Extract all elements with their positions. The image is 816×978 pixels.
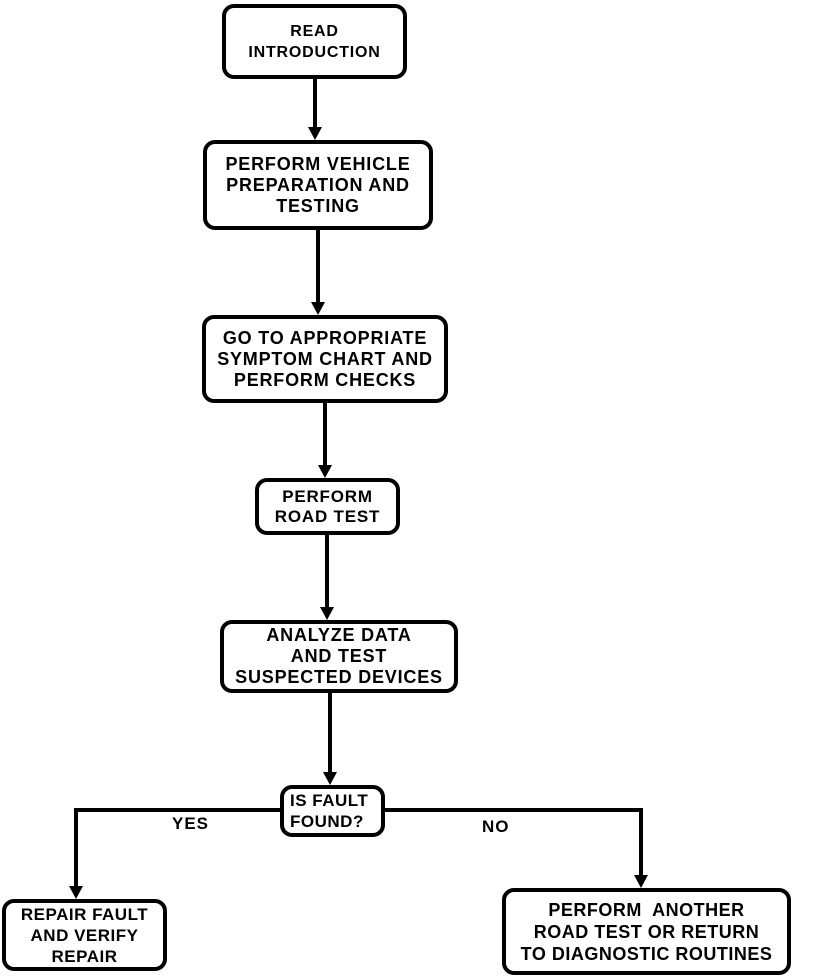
node-text-line: GO TO APPROPRIATE — [222, 327, 428, 348]
node-analyze-data: ANALYZE DATA AND TEST SUSPECTED DEVICES — [220, 620, 458, 693]
edge-yes-arrowhead — [69, 886, 83, 899]
edge-no-arrowhead — [634, 875, 648, 888]
node-vehicle-preparation: PERFORM VEHICLE PREPARATION AND TESTING — [203, 140, 433, 230]
node-read-introduction: READ INTRODUCTION — [222, 4, 407, 79]
arrow-analyze-to-decision-line — [328, 693, 332, 772]
node-text-line: INTRODUCTION — [248, 43, 381, 61]
node-text-line: PREPARATION AND — [226, 174, 410, 195]
node-text-line: PERFORM ANOTHER — [548, 899, 745, 920]
node-perform-another-road-test: PERFORM ANOTHER ROAD TEST OR RETURN TO D… — [502, 888, 791, 975]
node-text-line: ANALYZE DATA — [266, 625, 412, 645]
arrow-intro-to-prep-line — [313, 79, 317, 127]
edge-yes-horizontal-line — [74, 808, 280, 812]
node-text-line: IS FAULT — [290, 791, 369, 810]
edge-yes-vertical-line — [74, 808, 78, 886]
node-text-line: TO DIAGNOSTIC ROUTINES — [520, 943, 773, 964]
node-text-line: ROAD TEST — [274, 506, 381, 526]
node-repair-fault: REPAIR FAULT AND VERIFY REPAIR — [2, 899, 167, 971]
node-symptom-chart: GO TO APPROPRIATE SYMPTOM CHART AND PERF… — [202, 315, 448, 403]
node-text-line: SYMPTOM CHART AND — [217, 348, 433, 369]
edge-no-vertical-line — [639, 808, 643, 875]
node-is-fault-found: IS FAULT FOUND? — [280, 785, 385, 837]
arrow-chart-to-roadtest-line — [323, 403, 327, 465]
arrow-chart-to-roadtest-head — [318, 465, 332, 478]
edge-label-no: NO — [482, 817, 510, 836]
arrow-intro-to-prep-head — [308, 127, 322, 140]
node-text-line: PERFORM CHECKS — [233, 369, 417, 390]
arrow-roadtest-to-analyze-head — [320, 607, 334, 620]
arrow-prep-to-chart-line — [316, 230, 320, 302]
arrow-analyze-to-decision-head — [323, 772, 337, 785]
node-text-line: REPAIR — [51, 946, 118, 966]
node-text-line: TESTING — [276, 195, 360, 216]
node-road-test: PERFORM ROAD TEST — [255, 478, 400, 535]
arrow-prep-to-chart-head — [311, 302, 325, 315]
node-text-line: SUSPECTED DEVICES — [235, 667, 443, 687]
node-text-line: ROAD TEST OR RETURN — [533, 921, 760, 942]
node-text-line: AND TEST — [290, 646, 388, 666]
edge-no-horizontal-line — [385, 808, 643, 812]
node-text-line: READ — [290, 22, 339, 40]
node-text-line: REPAIR FAULT — [20, 904, 149, 924]
edge-label-yes: YES — [172, 814, 210, 833]
arrow-roadtest-to-analyze-line — [325, 535, 329, 607]
node-text-line: PERFORM — [282, 486, 373, 506]
node-text-line: PERFORM VEHICLE — [225, 153, 411, 174]
node-text-line: AND VERIFY — [30, 925, 139, 945]
node-text-line: FOUND? — [290, 812, 364, 831]
